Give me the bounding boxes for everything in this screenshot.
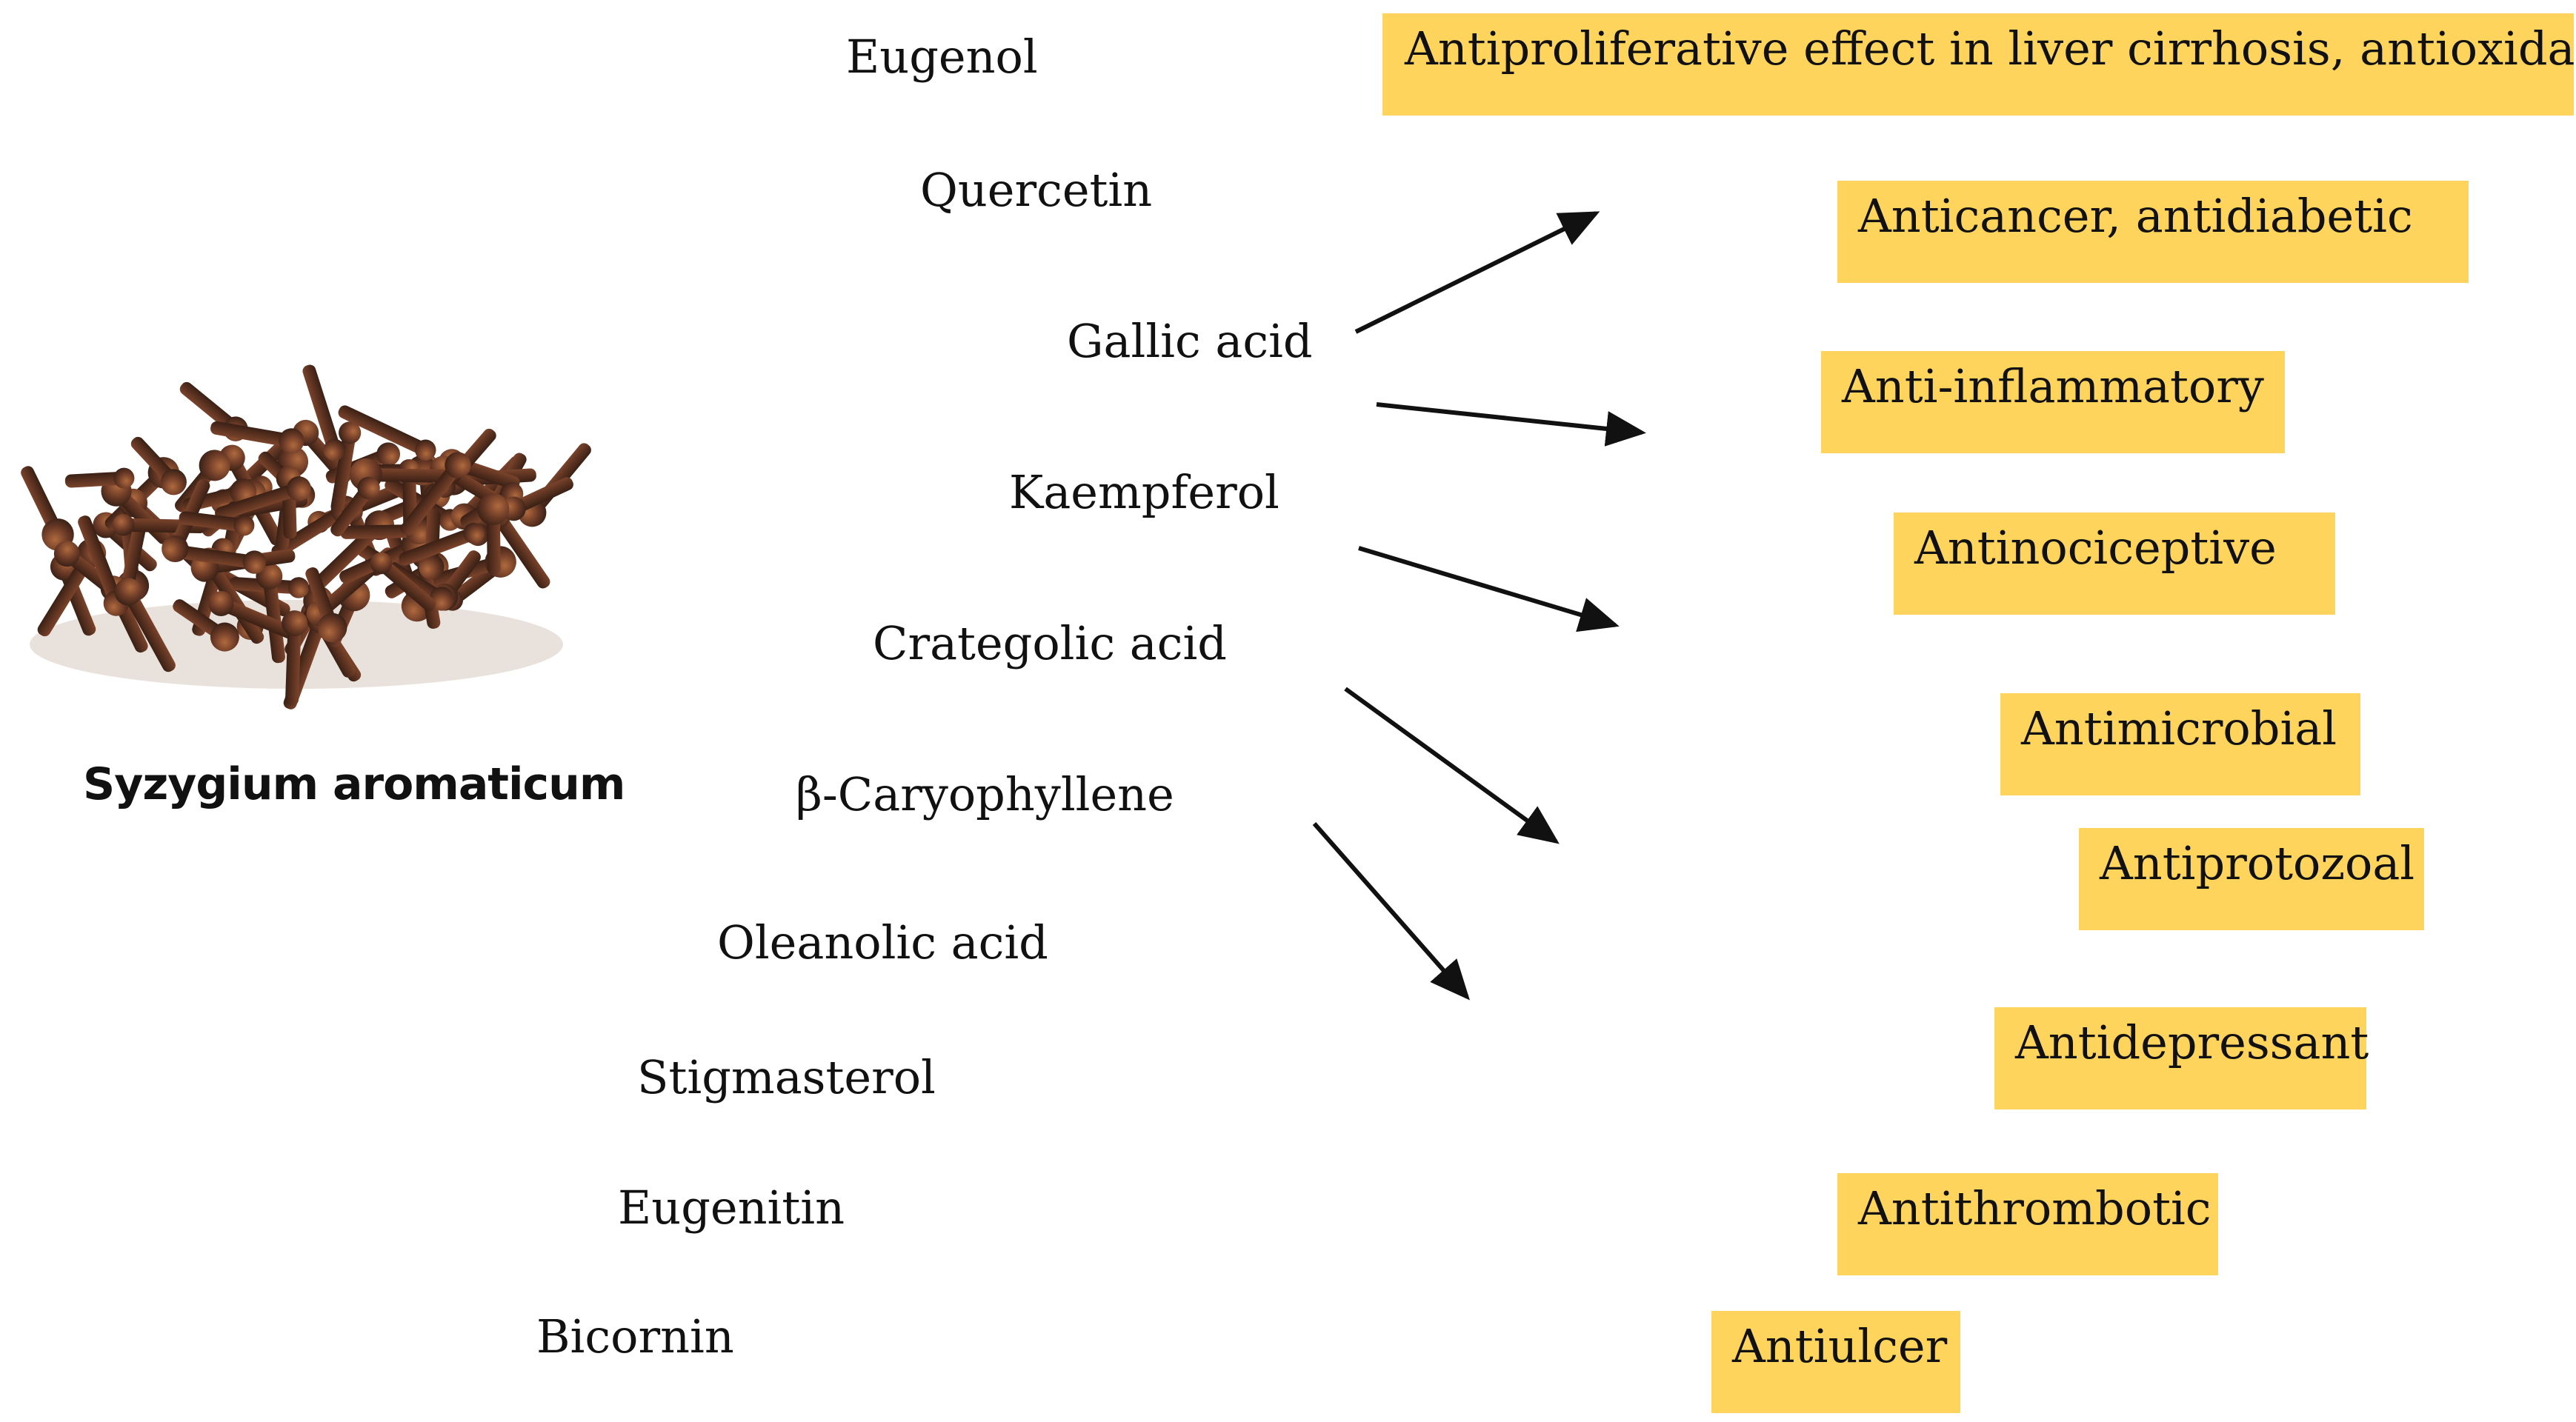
effect-box-anticancer: Anticancer, antidiabetic bbox=[1837, 181, 2469, 283]
effect-label: Antiulcer bbox=[1732, 1319, 1948, 1373]
effect-box-antiulcer: Antiulcer bbox=[1711, 1311, 1960, 1413]
effect-label: Antiproliferative effect in liver cirrho… bbox=[1405, 21, 2576, 76]
effect-box-antiprotozoal: Antiprotozoal bbox=[2079, 828, 2424, 930]
arrow-4 bbox=[1344, 687, 1560, 844]
effect-label: Antithrombotic bbox=[1858, 1181, 2211, 1235]
effect-label: Antiprotozoal bbox=[2100, 836, 2415, 890]
effect-label: Antidepressant bbox=[2015, 1015, 2369, 1069]
compound-stigmasterol: Stigmasterol bbox=[637, 1050, 936, 1104]
plant-name-label: Syzygium aromaticum bbox=[83, 758, 625, 810]
compound-eugenitin: Eugenitin bbox=[618, 1181, 845, 1235]
effect-box-antinociceptive: Antinociceptive bbox=[1894, 513, 2335, 615]
effect-label: Anticancer, antidiabetic bbox=[1858, 189, 2413, 243]
compound-gallic-acid: Gallic acid bbox=[1067, 314, 1313, 368]
effect-box-antimicrobial: Antimicrobial bbox=[2000, 693, 2360, 795]
effect-box-antiproliferative: Antiproliferative effect in liver cirrho… bbox=[1382, 13, 2576, 116]
effect-box-antidepressant: Antidepressant bbox=[1994, 1007, 2369, 1109]
effect-label: Antinociceptive bbox=[1914, 521, 2277, 575]
compound-eugenol: Eugenol bbox=[846, 30, 1038, 84]
effect-label: Antimicrobial bbox=[2021, 701, 2337, 755]
compound-bicornin: Bicornin bbox=[536, 1309, 734, 1363]
effect-label: Anti-inflammatory bbox=[1842, 359, 2264, 413]
compound-oleanolic-acid: Oleanolic acid bbox=[717, 915, 1048, 969]
arrow-5 bbox=[1312, 822, 1470, 1001]
clove-pile-image bbox=[21, 364, 591, 710]
arrow-1 bbox=[1354, 211, 1600, 334]
effect-box-anti-inflammatory: Anti-inflammatory bbox=[1821, 351, 2285, 453]
compound-quercetin: Quercetin bbox=[920, 163, 1153, 217]
compound-beta-caryophyllene: β-Caryophyllene bbox=[796, 767, 1174, 821]
effect-box-antithrombotic: Antithrombotic bbox=[1837, 1173, 2218, 1275]
compound-kaempferol: Kaempferol bbox=[1009, 465, 1279, 519]
compound-crategolic-acid: Crategolic acid bbox=[873, 616, 1227, 670]
arrow-3 bbox=[1358, 546, 1620, 632]
arrow-2 bbox=[1376, 402, 1646, 447]
